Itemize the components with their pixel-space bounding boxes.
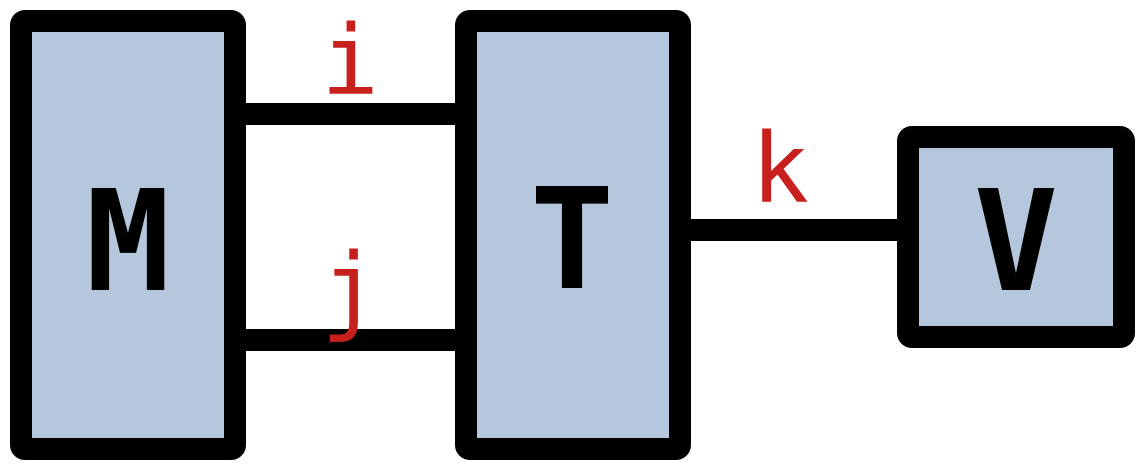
edge-i-label: i bbox=[321, 5, 379, 117]
node-v: V bbox=[897, 126, 1135, 348]
node-t-box bbox=[455, 10, 691, 460]
node-m: M bbox=[10, 10, 246, 460]
edge-k-label: k bbox=[751, 113, 809, 225]
node-v-label: V bbox=[974, 161, 1058, 324]
node-m-box bbox=[10, 10, 246, 460]
node-m-label: M bbox=[86, 161, 170, 324]
node-t-label: T bbox=[530, 159, 614, 322]
edge-j-label: j bbox=[321, 233, 379, 345]
node-v-box bbox=[897, 126, 1135, 348]
node-t: T bbox=[455, 10, 691, 460]
